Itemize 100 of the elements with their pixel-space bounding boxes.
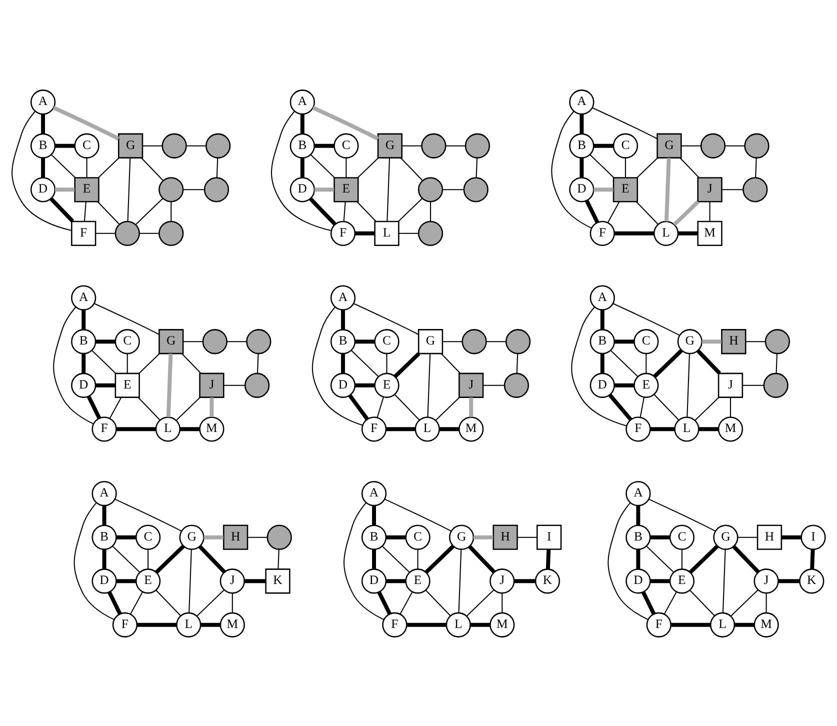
node-circle: M xyxy=(199,416,224,442)
connector xyxy=(514,578,536,583)
connector xyxy=(607,201,620,222)
connector xyxy=(664,591,677,614)
connector xyxy=(424,544,455,574)
connector xyxy=(516,353,518,373)
connector xyxy=(356,200,376,222)
connector xyxy=(96,232,116,234)
connector xyxy=(186,144,206,146)
connector xyxy=(483,384,504,386)
connector xyxy=(386,353,388,373)
connector xyxy=(382,545,410,572)
node-circle: G xyxy=(179,524,204,550)
connector xyxy=(386,578,406,583)
connector xyxy=(442,340,462,342)
connector xyxy=(594,187,614,192)
connector xyxy=(614,230,654,235)
connector xyxy=(139,232,159,234)
node-circle: B xyxy=(330,328,356,354)
node-circle: A xyxy=(71,284,96,310)
node-box: E xyxy=(334,176,359,202)
node-circle xyxy=(204,176,230,202)
node-circle: I xyxy=(800,524,826,550)
node-circle: D xyxy=(361,568,387,594)
connector xyxy=(130,591,144,614)
connector xyxy=(116,534,136,539)
connector xyxy=(182,352,202,374)
connector xyxy=(709,201,710,221)
node-circle: G xyxy=(677,328,702,354)
node-circle: C xyxy=(405,524,430,550)
connector xyxy=(746,340,766,342)
connector xyxy=(148,548,149,568)
connector xyxy=(580,114,584,134)
node-circle xyxy=(246,328,272,354)
connector xyxy=(698,426,718,431)
connector xyxy=(470,622,490,626)
node-circle: B xyxy=(361,524,387,550)
connector xyxy=(183,188,205,190)
node-circle: L xyxy=(155,416,181,442)
connector xyxy=(52,105,120,140)
connector xyxy=(86,157,88,178)
node-circle: L xyxy=(176,612,202,637)
connector xyxy=(341,353,345,373)
node-box: G xyxy=(118,132,144,158)
connector xyxy=(55,187,75,192)
connector xyxy=(398,198,423,222)
connector xyxy=(781,534,802,539)
connector xyxy=(694,396,720,420)
node-box: J xyxy=(718,372,744,398)
connector xyxy=(600,353,604,373)
node-box: L xyxy=(374,220,400,246)
connector xyxy=(126,353,128,373)
connector xyxy=(353,302,419,334)
connector xyxy=(210,396,214,417)
connector xyxy=(142,144,162,146)
connector xyxy=(402,144,422,146)
connector xyxy=(810,548,815,569)
connector xyxy=(646,353,647,373)
connector xyxy=(650,578,670,583)
node-circle: K xyxy=(534,568,560,594)
connector xyxy=(688,544,719,574)
connector xyxy=(94,302,160,334)
connector xyxy=(91,349,116,374)
connector xyxy=(232,592,233,612)
node-circle: F xyxy=(92,416,117,442)
node-circle: L xyxy=(446,612,471,637)
connector xyxy=(650,426,675,431)
node-box: J xyxy=(199,372,224,398)
node-circle: C xyxy=(334,132,359,158)
node-circle: B xyxy=(290,132,315,158)
node-circle: B xyxy=(92,524,117,550)
connector xyxy=(114,498,182,532)
node-circle xyxy=(504,372,530,398)
connector xyxy=(468,544,496,573)
connector xyxy=(84,201,86,221)
connector xyxy=(166,353,173,417)
connector xyxy=(138,352,160,374)
connector xyxy=(183,340,203,342)
connector xyxy=(82,309,86,329)
node-circle: E xyxy=(405,568,430,594)
connector xyxy=(116,426,156,431)
node-box: G xyxy=(656,132,682,158)
node-circle: D xyxy=(290,176,315,202)
connector xyxy=(377,590,392,614)
connector xyxy=(180,426,200,431)
node-circle xyxy=(763,372,788,398)
connector xyxy=(600,309,604,329)
node-circle: J xyxy=(754,568,779,594)
connector xyxy=(314,143,334,148)
connector xyxy=(50,196,74,222)
node-circle xyxy=(158,176,184,202)
node-circle: C xyxy=(669,524,695,550)
connector xyxy=(244,578,266,583)
node-circle xyxy=(266,524,292,550)
connector xyxy=(97,200,120,224)
connector xyxy=(650,534,670,539)
connector xyxy=(270,110,332,231)
connector xyxy=(109,396,122,418)
connector xyxy=(41,114,46,134)
node-circle: A xyxy=(30,89,56,114)
